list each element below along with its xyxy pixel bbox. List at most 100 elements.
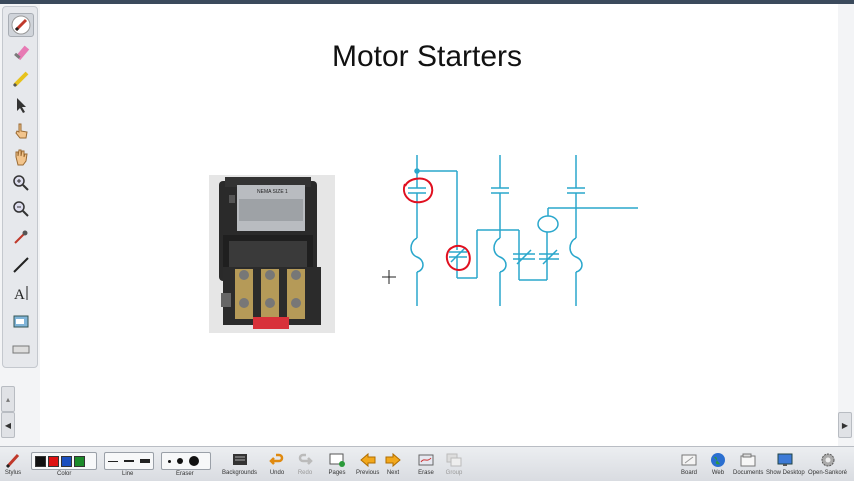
redo-icon: [298, 453, 313, 465]
line-thick-option[interactable]: [140, 459, 150, 463]
zoom-out-tool[interactable]: [8, 197, 34, 221]
desktop-icon: [777, 453, 793, 466]
board-button[interactable]: Board: [680, 451, 698, 476]
left-collapse-handle-top[interactable]: ▴: [1, 386, 15, 412]
eyedropper-tool[interactable]: [8, 225, 34, 249]
eraser-size-group: [161, 452, 211, 470]
bottom-toolbar: Stylus Color Line Eraser Backgrounds Und…: [0, 446, 854, 481]
arrow-left-icon: [359, 452, 376, 468]
crosshair-cursor-icon: [382, 270, 396, 284]
pointer-tool[interactable]: [8, 119, 34, 143]
color-black-swatch[interactable]: [35, 455, 46, 467]
left-toolbar: A: [2, 6, 38, 368]
pen-tool[interactable]: [8, 13, 34, 37]
undo-icon: [269, 453, 284, 465]
keyboard-tool[interactable]: [8, 337, 34, 361]
pen-icon: [11, 15, 31, 35]
group-label: Group: [445, 470, 463, 476]
chevron-up-icon: ▴: [5, 394, 10, 404]
highlighter-yellow-icon: [12, 71, 29, 88]
marker-tool[interactable]: [8, 67, 34, 91]
next-button[interactable]: Next: [384, 451, 402, 476]
backgrounds-button[interactable]: Backgrounds: [222, 451, 257, 476]
erase-label: Erase: [418, 470, 434, 476]
line-thin-option[interactable]: [108, 460, 118, 462]
documents-label: Documents: [733, 470, 764, 476]
capture-tool[interactable]: [8, 309, 34, 333]
left-collapse-handle[interactable]: ◀: [1, 412, 15, 438]
gear-icon: [821, 453, 835, 467]
previous-label: Previous: [356, 470, 380, 476]
motor-starter-image: NEMA SIZE 1: [209, 175, 335, 333]
line-tool-icon: [13, 257, 29, 273]
color-blue-swatch[interactable]: [61, 455, 72, 467]
color-green-swatch[interactable]: [74, 455, 85, 467]
slide-title: Motor Starters: [331, 40, 523, 73]
pages-label: Pages: [328, 470, 346, 476]
right-collapse-handle[interactable]: ▶: [838, 412, 852, 438]
show-desktop-button[interactable]: Show Desktop: [766, 451, 805, 476]
line-tool[interactable]: [8, 253, 34, 277]
undo-label: Undo: [269, 470, 285, 476]
eraser-label: Eraser: [176, 471, 194, 477]
pan-tool[interactable]: [8, 145, 34, 169]
board-label: Board: [680, 470, 697, 476]
screenshot-icon: [13, 315, 29, 328]
text-tool[interactable]: A: [8, 281, 34, 305]
group-button[interactable]: Group: [445, 451, 463, 476]
previous-button[interactable]: Previous: [356, 451, 379, 476]
highlighter-pink-icon: [14, 45, 30, 61]
whiteboard-canvas[interactable]: [40, 4, 838, 446]
zoom-in-tool[interactable]: [8, 171, 34, 195]
show-desktop-label: Show Desktop: [766, 470, 805, 476]
color-red-swatch[interactable]: [48, 455, 59, 467]
stylus-icon: [5, 453, 20, 469]
open-sankore-button[interactable]: Open-Sankoré: [808, 451, 847, 476]
highlighter-tool[interactable]: [8, 41, 34, 65]
stylus-button[interactable]: Stylus: [4, 451, 22, 476]
next-label: Next: [386, 470, 400, 476]
motor-starter-diagram: [403, 155, 638, 306]
select-tool[interactable]: [8, 93, 34, 117]
redo-label: Redo: [297, 470, 313, 476]
eyedropper-icon: [14, 230, 28, 244]
group-icon: [446, 453, 462, 467]
text-tool-icon: A: [14, 286, 28, 303]
erase-icon: [418, 454, 434, 466]
motor-starter-photo: NEMA SIZE 1: [209, 175, 335, 333]
line-label: Line: [122, 471, 134, 477]
color-palette: [31, 452, 97, 470]
eraser-small-option[interactable]: [168, 459, 171, 463]
pages-icon: [329, 453, 345, 467]
open-sankore-label: Open-Sankoré: [808, 470, 848, 476]
redo-button[interactable]: Redo: [296, 451, 314, 476]
window-top-bar: [0, 0, 854, 4]
keyboard-icon: [12, 345, 30, 354]
documents-icon: [740, 453, 756, 467]
web-button[interactable]: Web: [709, 451, 727, 476]
chevron-left-icon: ◀: [4, 420, 12, 430]
backgrounds-label: Backgrounds: [222, 470, 258, 476]
color-label: Color: [57, 471, 72, 477]
zoom-out-icon: [13, 201, 29, 217]
backgrounds-icon: [232, 454, 247, 465]
web-label: Web: [711, 470, 725, 476]
undo-button[interactable]: Undo: [268, 451, 286, 476]
arrow-right-icon: [385, 452, 401, 468]
erase-button[interactable]: Erase: [417, 451, 435, 476]
documents-button[interactable]: Documents: [733, 451, 763, 476]
globe-icon: [711, 453, 725, 467]
stylus-label: Stylus: [4, 470, 22, 476]
line-width-group: [104, 452, 154, 470]
red-annotations: [403, 177, 471, 272]
line-medium-option[interactable]: [124, 460, 134, 462]
board-icon: [681, 454, 697, 466]
text-tool-glyph: A: [14, 287, 25, 303]
diagram-lines: [408, 155, 638, 306]
pages-button[interactable]: Pages: [328, 451, 346, 476]
eraser-medium-option[interactable]: [177, 458, 183, 464]
eraser-large-option[interactable]: [189, 456, 199, 466]
pointer-hand-icon: [15, 123, 28, 139]
zoom-in-icon: [13, 175, 29, 191]
select-arrow-icon: [17, 98, 26, 113]
